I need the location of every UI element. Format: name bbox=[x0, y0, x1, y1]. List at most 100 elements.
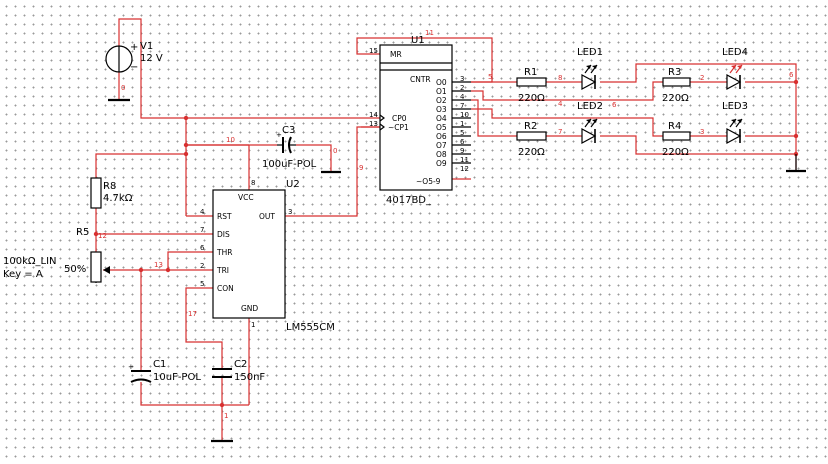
led-triangle bbox=[726, 73, 742, 91]
r4-ref: R4 bbox=[668, 121, 681, 132]
v1-plus-sign: + bbox=[130, 42, 138, 53]
u1-output-label: O2 bbox=[436, 96, 447, 105]
r8-resistor[interactable]: R8 4.7kΩ bbox=[90, 177, 133, 209]
u2-rst-label: RST bbox=[217, 212, 232, 221]
ground-symbol bbox=[786, 154, 806, 173]
r5-setting: 50% bbox=[64, 264, 86, 275]
u1-right-pin-number: 2 bbox=[460, 84, 464, 92]
v1-minus-sign: − bbox=[130, 62, 138, 73]
u2-pin-tri: 2 bbox=[200, 262, 204, 270]
u1-right-pin-number: 9 bbox=[460, 147, 464, 155]
net-label: 2 bbox=[700, 74, 704, 82]
r2-resistor[interactable]: R2 220Ω bbox=[516, 121, 547, 158]
u2-tri-label: TRI bbox=[216, 266, 229, 275]
u1-pin-mr: 15 bbox=[369, 47, 378, 55]
net-labels: 0 11 10 0 9 12 13 17 8 1 5 4 7 6 2 3 6 bbox=[98, 29, 794, 420]
led-ref: LED4 bbox=[722, 47, 748, 58]
u2-con-label: CON bbox=[217, 284, 234, 293]
u1-ref: U1 bbox=[411, 35, 425, 46]
u1-cp1-label: ~CP1 bbox=[388, 123, 409, 132]
u1-pin-cp1: 13 bbox=[369, 120, 378, 128]
led-4[interactable]: LED4 bbox=[722, 47, 748, 91]
junction-dots bbox=[93, 79, 799, 408]
led-ref: LED2 bbox=[577, 101, 603, 112]
net-label: 4 bbox=[558, 100, 563, 108]
led-ref: LED3 bbox=[722, 101, 748, 112]
u1-part: 4017BD_ bbox=[386, 195, 432, 206]
c2-capacitor[interactable]: C2 150nF bbox=[212, 359, 265, 383]
u1-output-label: O4 bbox=[436, 114, 447, 123]
r8-value: 4.7kΩ bbox=[103, 193, 133, 204]
c3-value: 100uF-POL bbox=[262, 159, 317, 170]
r3-resistor[interactable]: R3 220Ω bbox=[662, 67, 691, 104]
led-1[interactable]: LED1 bbox=[577, 47, 603, 91]
net-label: 5 bbox=[488, 73, 492, 81]
led-3[interactable]: LED3 bbox=[722, 101, 748, 145]
r5-potentiometer[interactable]: R5 100kΩ_LIN Key = A 50% bbox=[3, 227, 110, 283]
r2-value: 220Ω bbox=[518, 147, 545, 158]
led-arrow-head bbox=[731, 119, 736, 123]
led-triangle bbox=[581, 127, 597, 145]
net-label: 3 bbox=[700, 128, 704, 136]
u1-mr-label: MR bbox=[390, 50, 402, 59]
junction-dot bbox=[183, 115, 189, 121]
r3-value: 220Ω bbox=[662, 93, 689, 104]
u2-dis-label: DIS bbox=[217, 230, 230, 239]
c1-capacitor[interactable]: + C1 10uF-POL bbox=[128, 359, 201, 383]
led-arrow-head bbox=[737, 119, 742, 123]
u1-cntr-label: CNTR bbox=[410, 75, 431, 84]
c1-plus-sign: + bbox=[128, 363, 134, 371]
c1-value: 10uF-POL bbox=[153, 372, 201, 383]
u1-right-pin-number: 3 bbox=[460, 75, 464, 83]
v1-value: 12 V bbox=[140, 53, 163, 64]
u1-right-pin-number: 6 bbox=[460, 138, 465, 146]
led-ref: LED1 bbox=[577, 47, 603, 58]
u1-output-label: O0 bbox=[436, 78, 447, 87]
c3-capacitor[interactable]: + C3 100uF-POL bbox=[262, 125, 317, 170]
net-label: 0 bbox=[333, 147, 337, 155]
junction-dot bbox=[93, 231, 99, 237]
u2-pin-gnd: 1 bbox=[251, 321, 255, 329]
led-triangle bbox=[581, 73, 597, 91]
r4-resistor[interactable]: R4 220Ω bbox=[662, 121, 691, 158]
u2-ref: U2 bbox=[286, 179, 300, 190]
r2-ref: R2 bbox=[524, 121, 537, 132]
u1-output-label: O1 bbox=[436, 87, 447, 96]
u1-4017-counter[interactable]: U1 4017BD_ MR CNTR CP0 ~CP1 ~O5-9 15 14 … bbox=[369, 35, 471, 206]
led-2[interactable]: LED2 bbox=[577, 101, 603, 145]
u2-gnd-label: GND bbox=[241, 304, 258, 313]
u2-lm555-timer[interactable]: U2 LM555CM VCC RST DIS THR TRI CON GND O… bbox=[200, 179, 335, 333]
c1-ref: C1 bbox=[153, 359, 166, 370]
junction-dot bbox=[165, 267, 171, 273]
u1-output-label: O9 bbox=[436, 159, 447, 168]
c3-plus-sign: + bbox=[276, 131, 282, 139]
u2-out-label: OUT bbox=[259, 212, 275, 221]
v1-dc-source[interactable]: + − V1 12 V bbox=[105, 41, 163, 73]
v1-ref: V1 bbox=[140, 41, 153, 52]
u2-pin-out: 3 bbox=[288, 208, 292, 216]
junction-dot bbox=[138, 267, 144, 273]
r4-value: 220Ω bbox=[662, 147, 689, 158]
led-arrow-head bbox=[737, 65, 742, 69]
net-label: 0 bbox=[121, 84, 125, 92]
u2-pin-vcc: 8 bbox=[251, 179, 255, 187]
r1-resistor[interactable]: R1 220Ω bbox=[516, 67, 547, 104]
r5-ref: R5 bbox=[76, 227, 89, 238]
net-label: 9 bbox=[359, 164, 363, 172]
junction-dot bbox=[793, 133, 799, 139]
net-label: 7 bbox=[558, 128, 562, 136]
u1-right-pin-number: 12 bbox=[460, 165, 469, 173]
r1-ref: R1 bbox=[524, 67, 537, 78]
junction-dot bbox=[793, 79, 799, 85]
u1-output-label: O5 bbox=[436, 123, 447, 132]
u2-thr-label: THR bbox=[216, 248, 232, 257]
c2-value: 150nF bbox=[234, 372, 265, 383]
net-label: 1 bbox=[224, 412, 228, 420]
u2-part: LM555CM bbox=[286, 322, 335, 333]
r5-key: Key = A bbox=[3, 269, 43, 280]
u2-pin-dis: 7 bbox=[200, 226, 204, 234]
net-label: 12 bbox=[98, 232, 107, 240]
net-label: 10 bbox=[226, 136, 235, 144]
